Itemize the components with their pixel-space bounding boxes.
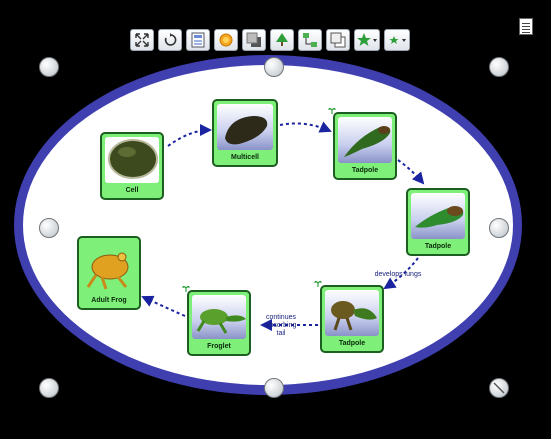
sprout-icon (314, 280, 322, 287)
node-multicell[interactable]: Multicell (212, 99, 278, 167)
sprout-icon (182, 285, 190, 292)
node-label: Cell (125, 187, 139, 194)
adult-frog-image (82, 241, 136, 293)
node-tadpole-3[interactable]: Tadpole (320, 285, 384, 353)
cell-image (105, 137, 159, 183)
node-label: Adult Frog (91, 297, 127, 304)
resize-handle-right[interactable] (489, 218, 509, 238)
resize-handle-top-right[interactable] (489, 57, 509, 77)
node-label: Tadpole (351, 167, 379, 174)
node-label: Tadpole (424, 243, 452, 250)
rotate-handle-bottom-right[interactable] (489, 378, 509, 398)
add-child-button[interactable] (270, 29, 294, 51)
node-cell[interactable]: Cell (100, 132, 164, 200)
notes-icon[interactable] (519, 18, 533, 35)
node-tadpole-2[interactable]: Tadpole (406, 188, 470, 256)
arrow-cell-to-multicell (167, 124, 212, 147)
star-small-dropdown-icon (389, 36, 406, 44)
connect-icon (303, 33, 317, 47)
node-froglet[interactable]: Froglet (187, 290, 251, 356)
tadpole-image (325, 290, 379, 336)
node-tadpole-1[interactable]: Tadpole (333, 112, 397, 180)
resize-handle-top-left[interactable] (39, 57, 59, 77)
node-label: Multicell (230, 154, 259, 161)
resize-handle-left[interactable] (39, 218, 59, 238)
connect-button[interactable] (298, 29, 322, 51)
sun-icon (219, 33, 233, 47)
layout-button[interactable] (186, 29, 210, 51)
arrow-tadpole-to-tadpole2 (397, 159, 425, 185)
edge-label-develops-lungs[interactable]: develops lungs (374, 271, 422, 278)
toolbar (130, 29, 410, 53)
tree-icon (276, 33, 288, 46)
fit-to-screen-button[interactable] (130, 29, 154, 51)
arrow-froglet-to-adult (141, 295, 186, 317)
expand-arrows-icon (135, 33, 149, 47)
tadpole-image (411, 193, 465, 239)
star-small-button[interactable] (384, 29, 410, 51)
shadow-icon (246, 32, 261, 47)
copy-icon (330, 32, 346, 48)
edge-label-continues-absorbing-tail[interactable]: continues absorbing tail (262, 314, 300, 338)
duplicate-button[interactable] (326, 29, 350, 51)
node-label: Tadpole (338, 340, 366, 347)
edge-label-line: absorbing (265, 322, 297, 329)
arrow-multicell-to-tadpole (279, 121, 332, 133)
layout-icon (191, 32, 205, 48)
star-dropdown-icon (357, 33, 377, 46)
node-label: Froglet (207, 343, 231, 350)
rotate-icon (164, 33, 177, 46)
edge-label-line: tail (276, 330, 286, 337)
rotate-button[interactable] (158, 29, 182, 51)
sprout-icon (328, 107, 336, 114)
multicell-image (217, 104, 273, 150)
node-adult-frog[interactable]: Adult Frog (77, 236, 141, 310)
shadow-button[interactable] (242, 29, 266, 51)
tadpole-image (338, 117, 392, 163)
theme-button[interactable] (214, 29, 238, 51)
edge-label-line: continues (266, 314, 296, 321)
resize-handle-bottom[interactable] (264, 378, 284, 398)
resize-handle-bottom-left[interactable] (39, 378, 59, 398)
star-large-button[interactable] (354, 29, 380, 51)
resize-handle-top[interactable] (264, 57, 284, 77)
froglet-image (192, 295, 246, 339)
